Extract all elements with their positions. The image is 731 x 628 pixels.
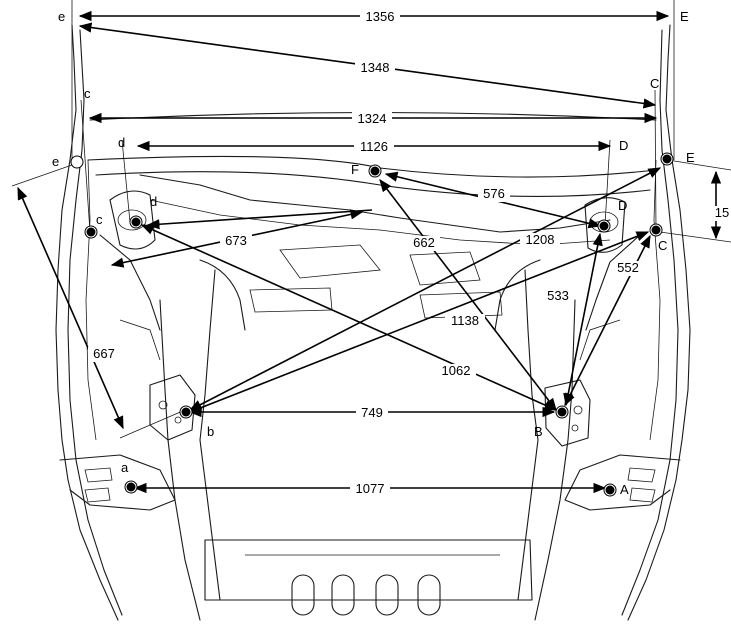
point-a: a [121,460,138,494]
dimension-value: 1126 [360,139,388,154]
dimension-label-background [350,482,390,497]
dimension-line [140,224,558,411]
dimension-value: 749 [361,405,383,420]
dimension-value: 1138 [451,313,479,328]
point-dot [557,407,567,417]
dimension-D-B: 533 [542,232,603,407]
point-label: d [150,194,157,209]
dimension-label-background [710,206,731,221]
reference-label-e: e [58,9,65,24]
dimension-label-background [436,364,476,379]
dimension-value: 1348 [361,60,390,75]
point-dot [126,482,136,492]
vehicle-frame-drawing [11,0,731,621]
point-dot [131,217,141,227]
dimension-b-B: 749 [188,405,556,421]
reference-label-D: D [619,138,628,153]
point-dot [662,154,672,164]
dimension-value: 533 [547,288,569,303]
point-E: E [660,150,695,166]
dimension-label-background [612,261,644,276]
point-F: F [351,162,382,178]
dimension-lines: 1356 1348 1324 1126 576 673 662 1208 1138 1062 533… [17,9,731,497]
reference-label-c: c [84,86,91,101]
dimension-C-B: 552 [564,234,651,407]
point-label: F [351,162,359,177]
dimension-e-E: 1356 [78,9,670,25]
dimension-e-b: 667 [17,186,124,430]
point-A: A [603,482,629,497]
reference-label-e: e [52,154,59,169]
point-label: D [618,198,627,213]
point-dot [181,407,191,417]
point-dot [370,166,380,176]
dimension-value: 1324 [358,111,387,126]
point-dot [605,485,615,495]
point-dot [651,225,661,235]
dimension-value: 662 [413,235,435,250]
point-dot [86,227,96,237]
dimension-label-background [360,10,400,25]
dimension-value: 673 [225,233,247,248]
dimension-value: 667 [93,346,115,361]
point-d: d [129,194,157,229]
point-label: C [658,238,667,253]
point-c: c [84,212,103,239]
dimension-label-background [356,406,388,421]
point-D: D [597,198,627,233]
dimension-c-C: 1324 [88,111,658,127]
dimension-F-D: 576 [384,171,602,229]
dimension-value: 1077 [356,481,385,496]
point-label: B [534,424,543,439]
dimension-b-C: 1138 [188,231,650,413]
point-e [70,155,84,169]
point-ring [70,155,84,169]
dimension-label-background [88,347,120,362]
dimension-label-background [352,112,392,127]
reference-label-d: d [118,135,125,150]
dimension-label-background [354,140,394,155]
point-label: E [686,150,695,165]
dimension-d-F: 673 [110,209,373,268]
dimension-value: 1208 [526,232,555,247]
dimension-value: 1062 [442,363,471,378]
dimension-value: 1356 [366,9,395,24]
dimension-value: 576 [483,186,505,201]
dimension-label-background [355,61,395,76]
point-label: a [121,460,129,475]
point-label: b [207,424,214,439]
dimension-line [17,186,124,430]
dimension-value: 15 [715,205,729,220]
point-dot [599,221,609,231]
dimension-E-C: 15 [710,170,731,240]
dimension-value: 552 [617,260,639,275]
point-B: B [534,405,569,439]
point-label: A [620,482,629,497]
dimension-d-D: 1126 [136,139,612,155]
dimension-line [563,232,603,407]
reference-label-E: E [680,9,689,24]
reference-label-C: C [650,76,659,91]
dimension-e-C: 1348 [78,22,657,109]
point-b: b [179,405,214,439]
point-C: C [649,223,667,253]
dimension-line [188,231,650,413]
dimension-a-A: 1077 [133,481,607,497]
point-label: c [96,212,103,227]
dimension-d-B: 1062 [140,224,558,411]
